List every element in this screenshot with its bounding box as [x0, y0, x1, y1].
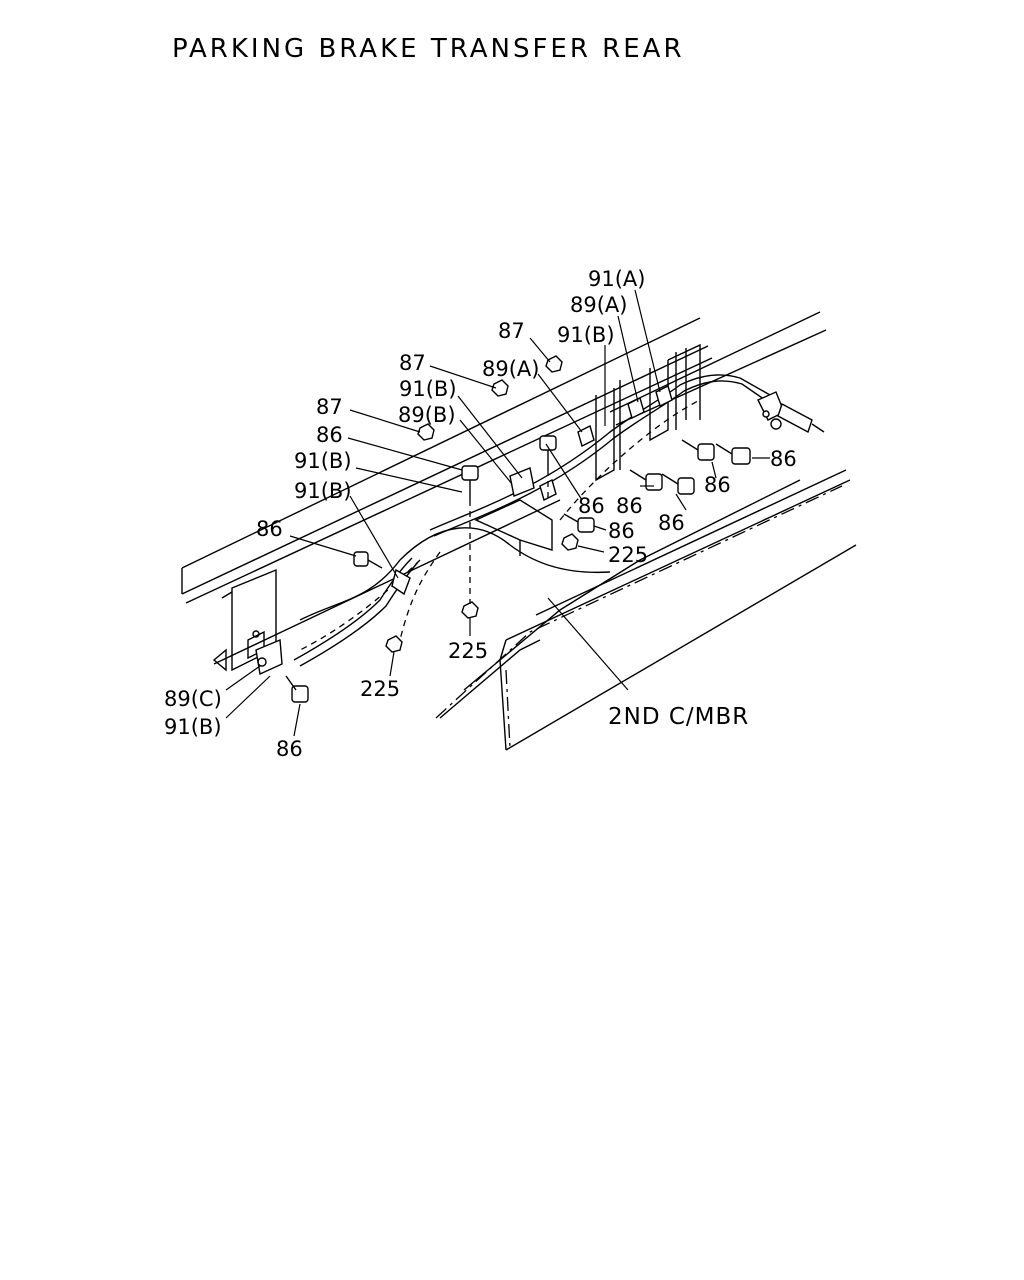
- nut-87-c: [417, 423, 435, 441]
- bolt-86-e: [661, 473, 695, 495]
- callout-2nd-cmbr: 2ND C/MBR: [608, 704, 749, 730]
- callout-86-right: 86: [770, 447, 797, 471]
- bolt-86-g: [715, 443, 751, 465]
- callout-87-top: 87: [498, 319, 525, 343]
- nut-225-b: [461, 601, 479, 619]
- bolt-86-h: [563, 513, 595, 533]
- callout-89a-top: 89(A): [570, 293, 627, 317]
- callout-91b-top: 91(B): [557, 323, 615, 347]
- nut-225-a: [561, 533, 579, 551]
- nut-87-a: [545, 355, 563, 373]
- callout-225-right: 225: [608, 543, 648, 567]
- callout-86-r3: 86: [578, 494, 605, 518]
- brake-cable: [293, 374, 825, 667]
- nut-225-c: [385, 635, 403, 653]
- bolt-86-i: [285, 675, 309, 703]
- callout-91b-mid: 91(B): [399, 377, 457, 401]
- callout-89a-mid: 89(A): [482, 357, 539, 381]
- callout-89c: 89(C): [164, 687, 222, 711]
- bolt-86-a: [461, 465, 479, 500]
- callout-86-r6: 86: [608, 519, 635, 543]
- fasteners: [285, 355, 751, 703]
- cable-clamps: [255, 384, 673, 676]
- callout-labels: 91(A) 89(A) 87 91(B) 87 89(A) 91(B) 87 8…: [164, 267, 797, 761]
- frame-rails: [181, 311, 857, 751]
- callout-91b-b: 91(B): [294, 479, 352, 503]
- bolt-86-b: [539, 435, 557, 470]
- bolt-86-c: [353, 551, 383, 569]
- callout-86-r2: 86: [704, 473, 731, 497]
- callout-225-center: 225: [448, 639, 488, 663]
- callout-91b-bottom: 91(B): [164, 715, 222, 739]
- callout-86-bottom: 86: [276, 737, 303, 761]
- leader-lines: [225, 289, 770, 737]
- callout-87-low: 87: [316, 395, 343, 419]
- page-title: PARKING BRAKE TRANSFER REAR: [172, 34, 685, 64]
- bolt-86-d: [629, 469, 663, 491]
- callout-86-left: 86: [256, 517, 283, 541]
- callout-225-left: 225: [360, 677, 400, 701]
- callout-91b-a: 91(B): [294, 449, 352, 473]
- callout-86-upper: 86: [316, 423, 343, 447]
- callout-87-mid: 87: [399, 351, 426, 375]
- bolt-86-f: [681, 439, 715, 461]
- callout-86-r4: 86: [616, 494, 643, 518]
- callout-91a-top: 91(A): [588, 267, 645, 291]
- nut-87-b: [491, 379, 509, 397]
- callout-86-r5: 86: [658, 511, 685, 535]
- callout-89b: 89(B): [398, 403, 456, 427]
